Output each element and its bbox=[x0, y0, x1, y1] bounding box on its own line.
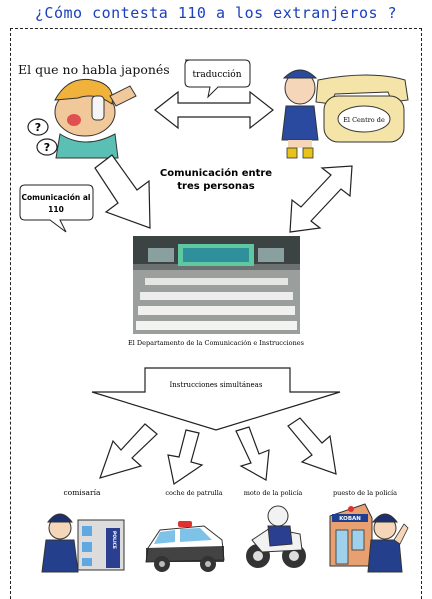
question-mark: ? bbox=[35, 121, 41, 134]
arrow-to-koban-icon bbox=[287, 417, 337, 475]
three-way-label: Comunicación entre bbox=[160, 167, 272, 179]
simultaneous-label: Instrucciones simultáneas bbox=[170, 381, 263, 389]
call-110-label: Comunicación al bbox=[22, 193, 91, 202]
translation-callout bbox=[184, 59, 251, 99]
page-title: ¿Cómo contesta 110 a los extranjeros ? bbox=[34, 4, 398, 22]
destination-label: coche de patrulla bbox=[165, 489, 222, 497]
call-110-label: 110 bbox=[48, 205, 64, 214]
double-arrow-diagonal-icon bbox=[289, 165, 353, 233]
arrow-down-right-icon bbox=[94, 154, 151, 229]
three-way-label: tres personas bbox=[177, 181, 254, 192]
motorbike-illustration bbox=[246, 505, 306, 568]
destination-label: moto de la policía bbox=[244, 489, 303, 497]
center-label: El Centro de bbox=[343, 116, 385, 124]
command-center-photo bbox=[133, 236, 300, 334]
question-bubble-icon bbox=[27, 118, 58, 156]
police-sign: POLICE bbox=[111, 531, 117, 549]
arrow-to-patrol-car-icon bbox=[167, 429, 204, 486]
foreigner-illustration bbox=[54, 78, 137, 159]
arrow-to-motorbike-icon bbox=[235, 426, 270, 481]
double-arrow-icon bbox=[154, 90, 274, 130]
koban-sign: KOBAN bbox=[339, 516, 361, 522]
translation-label: traducción bbox=[192, 69, 241, 80]
operator-illustration bbox=[281, 69, 319, 159]
call-110-callout bbox=[19, 184, 94, 233]
arrow-to-station-icon bbox=[99, 423, 158, 479]
police-station-illustration bbox=[41, 513, 125, 573]
big-down-arrow-icon bbox=[91, 367, 341, 431]
koban-illustration bbox=[329, 503, 409, 573]
patrol-car-illustration bbox=[145, 521, 225, 572]
diagram-frame bbox=[10, 28, 422, 599]
foreigner-label: El que no habla japonés bbox=[18, 62, 170, 77]
question-mark: ? bbox=[44, 141, 50, 154]
destination-label: comisaría bbox=[63, 488, 101, 497]
department-label: El Departamento de la Comunicación e Ins… bbox=[128, 339, 304, 347]
telephone-icon bbox=[315, 74, 409, 143]
destination-label: puesto de la policía bbox=[333, 489, 397, 497]
